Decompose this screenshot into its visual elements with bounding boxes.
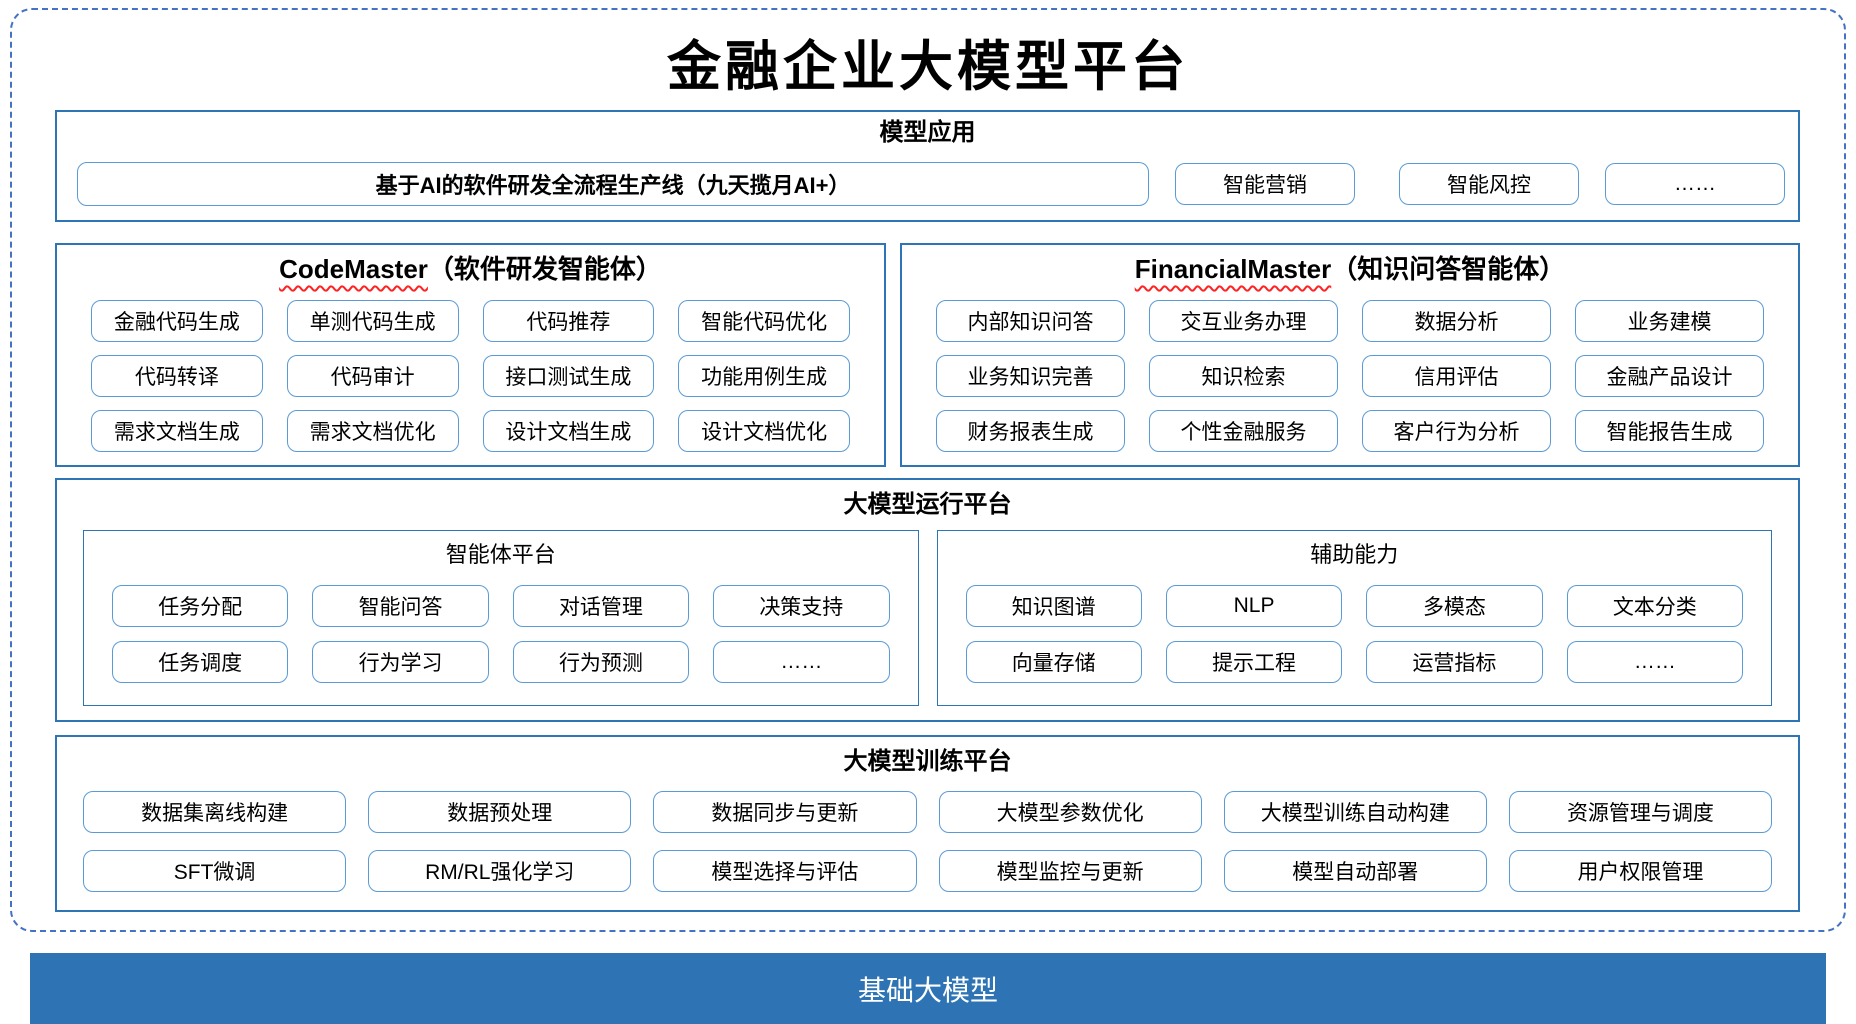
app-box: 智能风控 <box>1399 163 1579 205</box>
capability-box: 财务报表生成 <box>936 410 1125 452</box>
section-runtime-title: 大模型运行平台 <box>843 491 1012 518</box>
subpanel-agent-platform: 智能体平台 任务分配智能问答对话管理决策支持 任务调度行为学习行为预测 …… <box>83 530 919 706</box>
section-training-title: 大模型训练平台 <box>843 748 1012 775</box>
capability-box: 大模型训练自动构建 <box>1223 791 1487 833</box>
financialmaster-row-1: 内部知识问答交互业务办理数据分析业务建模 <box>902 300 1798 342</box>
foundation-model-bar: 基础大模型 <box>30 953 1826 1024</box>
capability-box: 内部知识问答 <box>936 300 1125 342</box>
capability-box: 代码推荐 <box>482 300 655 342</box>
capability-box: 向量存储 <box>965 641 1142 683</box>
capability-box: 业务知识完善 <box>936 355 1125 397</box>
panel-financialmaster-title: FinancialMaster（知识问答智能体） <box>902 251 1798 287</box>
capability-box: …… <box>713 641 890 683</box>
capability-box: 设计文档优化 <box>678 410 850 452</box>
section-model-apps: 模型应用 基于AI的软件研发全流程生产线（九天揽月AI+） 智能营销 智能风控 …… <box>55 110 1800 222</box>
agent-platform-row-1: 任务分配智能问答对话管理决策支持 <box>84 585 918 627</box>
app-box: …… <box>1605 163 1785 205</box>
capability-box: 接口测试生成 <box>482 355 655 397</box>
capability-box: 设计文档生成 <box>482 410 655 452</box>
codemaster-row-3: 需求文档生成需求文档优化设计文档生成设计文档优化 <box>57 410 884 452</box>
capability-box: 功能用例生成 <box>678 355 850 397</box>
capability-box: 数据预处理 <box>368 791 632 833</box>
panel-codemaster-title-en: CodeMaster <box>279 254 428 284</box>
capability-box: SFT微调 <box>83 850 347 892</box>
capability-box: RM/RL强化学习 <box>368 850 632 892</box>
section-agents: CodeMaster（软件研发智能体） 金融代码生成单测代码生成代码推荐智能代码… <box>55 243 1800 467</box>
capability-box: 数据同步与更新 <box>653 791 917 833</box>
capability-box: 任务分配 <box>112 585 289 627</box>
subpanel-aux-capabilities: 辅助能力 知识图谱 NLP 多模态文本分类 向量存储提示工程运营指标 …… <box>936 530 1772 706</box>
capability-box: 对话管理 <box>512 585 690 627</box>
page-title: 金融企业大模型平台 <box>667 34 1189 98</box>
capability-box: 需求文档生成 <box>91 410 263 452</box>
section-runtime-platform: 大模型运行平台 智能体平台 任务分配智能问答对话管理决策支持 任务调度行为学习行… <box>55 478 1800 722</box>
capability-box: 资源管理与调度 <box>1508 791 1773 833</box>
financialmaster-row-3: 财务报表生成个性金融服务客户行为分析智能报告生成 <box>902 410 1798 452</box>
capability-box: 代码审计 <box>286 355 459 397</box>
capability-box: 个性金融服务 <box>1149 410 1338 452</box>
training-row-1: 数据集离线构建数据预处理数据同步与更新大模型参数优化大模型训练自动构建资源管理与… <box>57 791 1798 833</box>
capability-box: 金融产品设计 <box>1575 355 1764 397</box>
app-box: 智能营销 <box>1175 163 1355 205</box>
codemaster-row-1: 金融代码生成单测代码生成代码推荐智能代码优化 <box>57 300 884 342</box>
aux-capabilities-row-1: 知识图谱 NLP 多模态文本分类 <box>938 585 1772 627</box>
outer-dashed-frame <box>10 8 1846 932</box>
capability-box: 知识检索 <box>1149 355 1338 397</box>
model-apps-row: 基于AI的软件研发全流程生产线（九天揽月AI+） 智能营销 智能风控 …… <box>57 162 1798 206</box>
panel-codemaster: CodeMaster（软件研发智能体） 金融代码生成单测代码生成代码推荐智能代码… <box>55 243 886 467</box>
runtime-subpanels: 智能体平台 任务分配智能问答对话管理决策支持 任务调度行为学习行为预测 …… 辅助… <box>57 530 1798 706</box>
capability-box: 单测代码生成 <box>286 300 459 342</box>
capability-box: 智能报告生成 <box>1575 410 1764 452</box>
panel-financialmaster: FinancialMaster（知识问答智能体） 内部知识问答交互业务办理数据分… <box>900 243 1800 467</box>
aux-capabilities-row-2: 向量存储提示工程运营指标 …… <box>938 641 1772 683</box>
capability-box: 知识图谱 <box>965 585 1142 627</box>
capability-box: 金融代码生成 <box>91 300 263 342</box>
capability-box: 决策支持 <box>713 585 890 627</box>
main-pipeline-box: 基于AI的软件研发全流程生产线（九天揽月AI+） <box>77 162 1149 206</box>
agent-platform-row-2: 任务调度行为学习行为预测 …… <box>84 641 918 683</box>
capability-box: 交互业务办理 <box>1149 300 1338 342</box>
capability-box: 用户权限管理 <box>1508 850 1773 892</box>
capability-box: 模型选择与评估 <box>653 850 917 892</box>
capability-box: 行为学习 <box>312 641 489 683</box>
capability-box: 任务调度 <box>112 641 289 683</box>
capability-box: 行为预测 <box>512 641 690 683</box>
capability-box: 多模态 <box>1366 585 1543 627</box>
capability-box: …… <box>1566 641 1743 683</box>
capability-box: 客户行为分析 <box>1362 410 1551 452</box>
capability-box: 智能代码优化 <box>678 300 850 342</box>
training-row-2: SFT微调 RM/RL强化学习模型选择与评估模型监控与更新模型自动部署用户权限管理 <box>57 850 1798 892</box>
panel-financialmaster-title-zh: （知识问答智能体） <box>1331 254 1566 284</box>
capability-box: 模型自动部署 <box>1223 850 1487 892</box>
capability-box: 运营指标 <box>1366 641 1543 683</box>
capability-box: NLP <box>1165 585 1343 627</box>
panel-codemaster-title: CodeMaster（软件研发智能体） <box>57 251 884 287</box>
capability-box: 信用评估 <box>1362 355 1551 397</box>
capability-box: 代码转译 <box>91 355 263 397</box>
capability-box: 数据集离线构建 <box>83 791 347 833</box>
capability-box: 大模型参数优化 <box>938 791 1202 833</box>
capability-box: 提示工程 <box>1165 641 1343 683</box>
financialmaster-row-2: 业务知识完善知识检索信用评估金融产品设计 <box>902 355 1798 397</box>
capability-box: 需求文档优化 <box>286 410 459 452</box>
section-training-platform: 大模型训练平台 数据集离线构建数据预处理数据同步与更新大模型参数优化大模型训练自… <box>55 735 1800 912</box>
subpanel-aux-capabilities-title: 辅助能力 <box>1310 542 1399 567</box>
section-model-apps-title: 模型应用 <box>879 119 976 146</box>
capability-box: 业务建模 <box>1575 300 1764 342</box>
codemaster-row-2: 代码转译代码审计接口测试生成功能用例生成 <box>57 355 884 397</box>
panel-codemaster-title-zh: （软件研发智能体） <box>427 254 662 284</box>
capability-box: 文本分类 <box>1566 585 1743 627</box>
panel-financialmaster-title-en: FinancialMaster <box>1134 254 1332 284</box>
capability-box: 智能问答 <box>312 585 489 627</box>
capability-box: 数据分析 <box>1362 300 1551 342</box>
capability-box: 模型监控与更新 <box>938 850 1202 892</box>
subpanel-agent-platform-title: 智能体平台 <box>445 542 556 567</box>
foundation-model-label: 基础大模型 <box>857 974 998 1006</box>
